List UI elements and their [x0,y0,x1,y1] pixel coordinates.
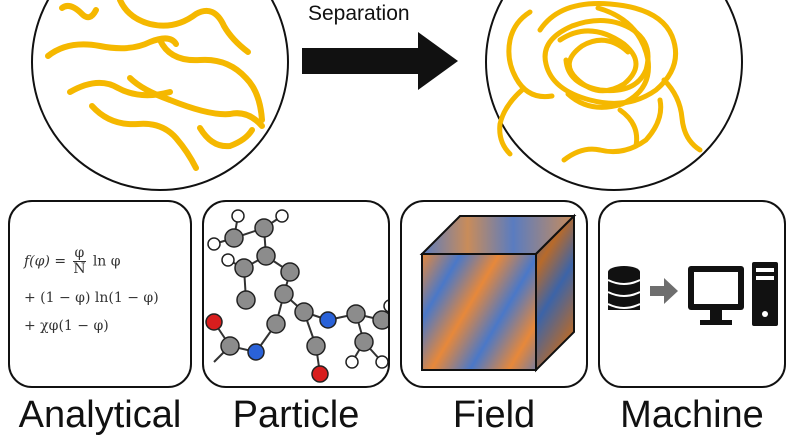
cube-front-face [421,253,537,371]
particle-caption: Particle [232,394,360,436]
particle-panel [202,200,390,388]
carbon-atom [266,314,286,334]
carbon-atom [354,332,374,352]
machine-learning-illustration [607,262,778,326]
polymer-chain [617,107,640,149]
hydrogen-atom [375,355,388,369]
machine-caption: Machine [620,394,764,436]
carbon-atom [220,336,240,356]
carbon-atom [224,228,244,248]
nitrogen-atom [247,343,265,361]
polymer-chain [506,9,555,100]
polymer-chain [197,125,255,150]
phase-separated-circle [485,0,743,191]
separation-arrow [302,32,458,90]
polymer-chain [561,97,664,163]
polymer-globule [565,5,651,110]
polymer-chain [157,37,265,123]
field-panel [400,200,588,388]
equation-line-1: f(φ) = φ N ln φ [24,245,121,277]
carbon-atom [234,258,254,278]
carbon-atom [236,290,256,310]
database-icon [607,266,641,310]
field-cube-illustration [419,213,577,373]
equation-line-2: + (1 − φ) ln(1 − φ) [24,290,159,306]
carbon-atom [294,302,314,322]
hydrogen-atom [345,355,359,369]
carbon-atom [346,304,366,324]
homogeneous-solution-circle [31,0,289,191]
oxygen-atom [205,313,223,331]
arrow-right-icon [650,278,678,304]
polymer-chain [89,103,199,171]
cube-side-face [535,213,575,373]
hydrogen-atom [231,209,245,223]
carbon-atom [372,310,388,330]
carbon-atom [306,336,326,356]
oxygen-atom [311,365,329,383]
polymer-chain [127,75,265,129]
polymer-chain [117,0,251,55]
carbon-atom [280,262,300,282]
polymer-chain [45,35,179,59]
polymer-chain [497,87,525,157]
top-illustration [31,0,743,191]
polymer-globule [537,1,679,106]
equation-fraction: φ N [72,245,87,277]
polymer-globule [557,28,639,94]
carbon-atom [254,218,274,238]
hydrogen-atom [221,253,235,267]
machine-panel [598,200,786,388]
polymer-chain [661,77,703,153]
molecule-illustration [205,209,388,383]
separation-label: Separation [308,2,410,25]
hydrogen-atom [383,299,388,313]
hydrogen-atom [275,209,289,223]
analytical-panel: f(φ) = φ N ln φ + (1 − φ) ln(1 − φ) + χφ… [8,200,192,388]
field-caption: Field [452,394,536,436]
equation-line-3: + χφ(1 − φ) [24,318,109,334]
analytical-caption: Analytical [18,394,182,436]
nitrogen-atom [319,311,337,329]
polymer-chain [59,3,99,21]
hydrogen-atom [207,237,221,251]
carbon-atom [274,284,294,304]
carbon-atom [256,246,276,266]
computer-tower-icon [752,262,778,326]
monitor-icon [688,266,744,325]
